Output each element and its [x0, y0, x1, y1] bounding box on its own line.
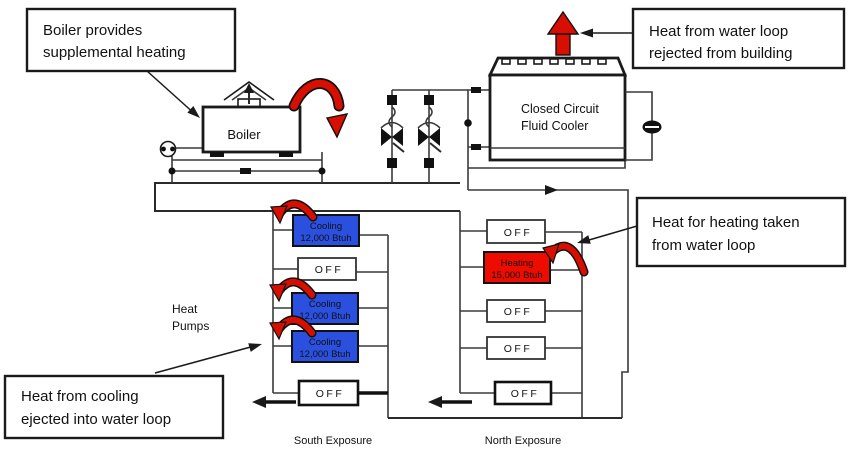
- south-stubs-right: [356, 234, 388, 347]
- heat-reject-arrow-icon: [546, 10, 580, 56]
- north-stubs-right: [545, 231, 582, 394]
- boiler-pipe-left: [171, 147, 203, 183]
- heat-pump-south-2-off: OFF: [297, 257, 357, 281]
- boiler-circulator-pump-icon: [159, 140, 177, 158]
- heating-heat-taken-arrow-icon: [542, 241, 589, 277]
- svg-text:Cooling: Cooling: [309, 299, 341, 310]
- svg-text:OFF: OFF: [315, 264, 344, 276]
- heat-pump-north-4-off: OFF: [486, 336, 546, 360]
- callout-arrowhead: [248, 343, 262, 352]
- north-flow-arrow-icon: [428, 396, 472, 408]
- callout-heat-ejected: Heat from cooling ejected into water loo…: [3, 343, 262, 440]
- cooler-pump-icon: [642, 120, 662, 134]
- control-valve-1: [380, 95, 405, 168]
- svg-text:12,000 Btuh: 12,000 Btuh: [299, 349, 350, 360]
- svg-text:12,000 Btuh: 12,000 Btuh: [299, 311, 350, 322]
- boiler-foot: [210, 152, 224, 157]
- svg-text:Cooling: Cooling: [309, 337, 341, 348]
- heat-pump-north-2-heating: Heating 15,000 Btuh: [483, 251, 551, 284]
- svg-text:OFF: OFF: [504, 306, 533, 318]
- south-heat-pump-column: Cooling 12,000 Btuh OFF Cooling 12,000 B…: [269, 199, 360, 407]
- flow-arrow-right-icon: [545, 185, 558, 195]
- boiler-heat-arrowhead: [325, 113, 349, 139]
- svg-text:OFF: OFF: [504, 227, 533, 239]
- south-flow-arrow-icon: [252, 396, 296, 408]
- cooling-heat-eject-arrow-icon: [269, 277, 317, 303]
- svg-text:Heat for heating taken: Heat for heating taken: [652, 214, 800, 231]
- svg-text:OFF: OFF: [316, 388, 345, 400]
- heat-pump-north-1-off: OFF: [486, 219, 546, 244]
- cooler-louvers: [501, 58, 607, 65]
- callout-arrowhead: [580, 28, 593, 38]
- heat-pumps-label-line1: Heat: [172, 302, 198, 316]
- junction-dot: [168, 167, 176, 175]
- svg-text:Heating: Heating: [501, 258, 534, 269]
- cooler-label-line1: Closed Circuit: [521, 102, 599, 116]
- boiler-label: Boiler: [227, 127, 261, 142]
- north-stubs-left: [460, 230, 495, 394]
- south-stubs-left: [273, 229, 299, 394]
- svg-text:Heat from cooling: Heat from cooling: [21, 388, 139, 405]
- boiler-unit: Boiler: [201, 81, 302, 157]
- south-exposure-label: South Exposure: [294, 435, 372, 447]
- boiler-heat-arrow-icon: [288, 78, 349, 139]
- control-valve-2: [417, 95, 442, 168]
- callout-heat-rejected: Heat from water loop rejected from build…: [580, 7, 846, 70]
- svg-text:Boiler provides: Boiler provides: [43, 22, 142, 39]
- svg-text:ejected into water loop: ejected into water loop: [21, 411, 171, 428]
- svg-text:supplemental heating: supplemental heating: [43, 44, 186, 61]
- svg-text:12,000 Btuh: 12,000 Btuh: [300, 233, 351, 244]
- under-cooler-line: [468, 160, 626, 169]
- cooler-body: [488, 73, 627, 162]
- junction-dot: [464, 119, 472, 127]
- north-heat-pump-column: OFF Heating 15,000 Btuh OFF OFF OFF: [483, 219, 589, 406]
- fluid-cooler-unit: Closed Circuit Fluid Cooler: [487, 10, 662, 162]
- svg-text:15,000 Btuh: 15,000 Btuh: [491, 270, 542, 281]
- junction-dot: [318, 167, 326, 175]
- loop-supply-east-line2: [556, 189, 629, 418]
- boiler-vent-arrowhead: [244, 83, 254, 93]
- callout-heat-taken: Heat for heating taken from water loop: [577, 196, 847, 268]
- pipe-tick: [471, 87, 481, 93]
- boiler-pipe-valve-tick: [240, 168, 251, 174]
- cooler-label-line2: Fluid Cooler: [521, 119, 588, 133]
- svg-text:OFF: OFF: [511, 388, 540, 400]
- callout-leader-line: [154, 344, 259, 374]
- svg-text:from water loop: from water loop: [652, 237, 755, 254]
- heat-pump-south-1-cooling: Cooling 12,000 Btuh: [292, 214, 360, 247]
- heat-pump-south-4-cooling: Cooling 12,000 Btuh: [291, 330, 359, 363]
- callout-arrowhead: [577, 235, 591, 244]
- svg-text:Heat from water loop: Heat from water loop: [649, 23, 788, 40]
- heat-pump-north-5-off: OFF: [493, 380, 553, 406]
- svg-text:Cooling: Cooling: [310, 221, 342, 232]
- cooling-heat-eject-arrow-icon: [270, 199, 318, 225]
- callout-leader-line: [588, 225, 638, 241]
- svg-text:rejected from building: rejected from building: [649, 45, 792, 62]
- callout-boiler-provides: Boiler provides supplemental heating: [25, 7, 237, 118]
- pipe-tick: [471, 144, 481, 150]
- callout-leader-line: [146, 70, 197, 116]
- north-exposure-label: North Exposure: [485, 435, 561, 447]
- callout-arrowhead: [187, 105, 200, 118]
- boiler-foot: [279, 152, 293, 157]
- boiler-box: [201, 105, 302, 154]
- svg-text:OFF: OFF: [504, 343, 533, 355]
- heat-pump-north-3-off: OFF: [486, 299, 546, 323]
- free-labels: Heat Pumps South Exposure North Exposure: [172, 302, 561, 447]
- cooling-heat-eject-arrow-icon: [269, 315, 317, 341]
- heat-pumps-label-line2: Pumps: [172, 319, 209, 333]
- heat-pump-south-5-off: OFF: [297, 379, 360, 407]
